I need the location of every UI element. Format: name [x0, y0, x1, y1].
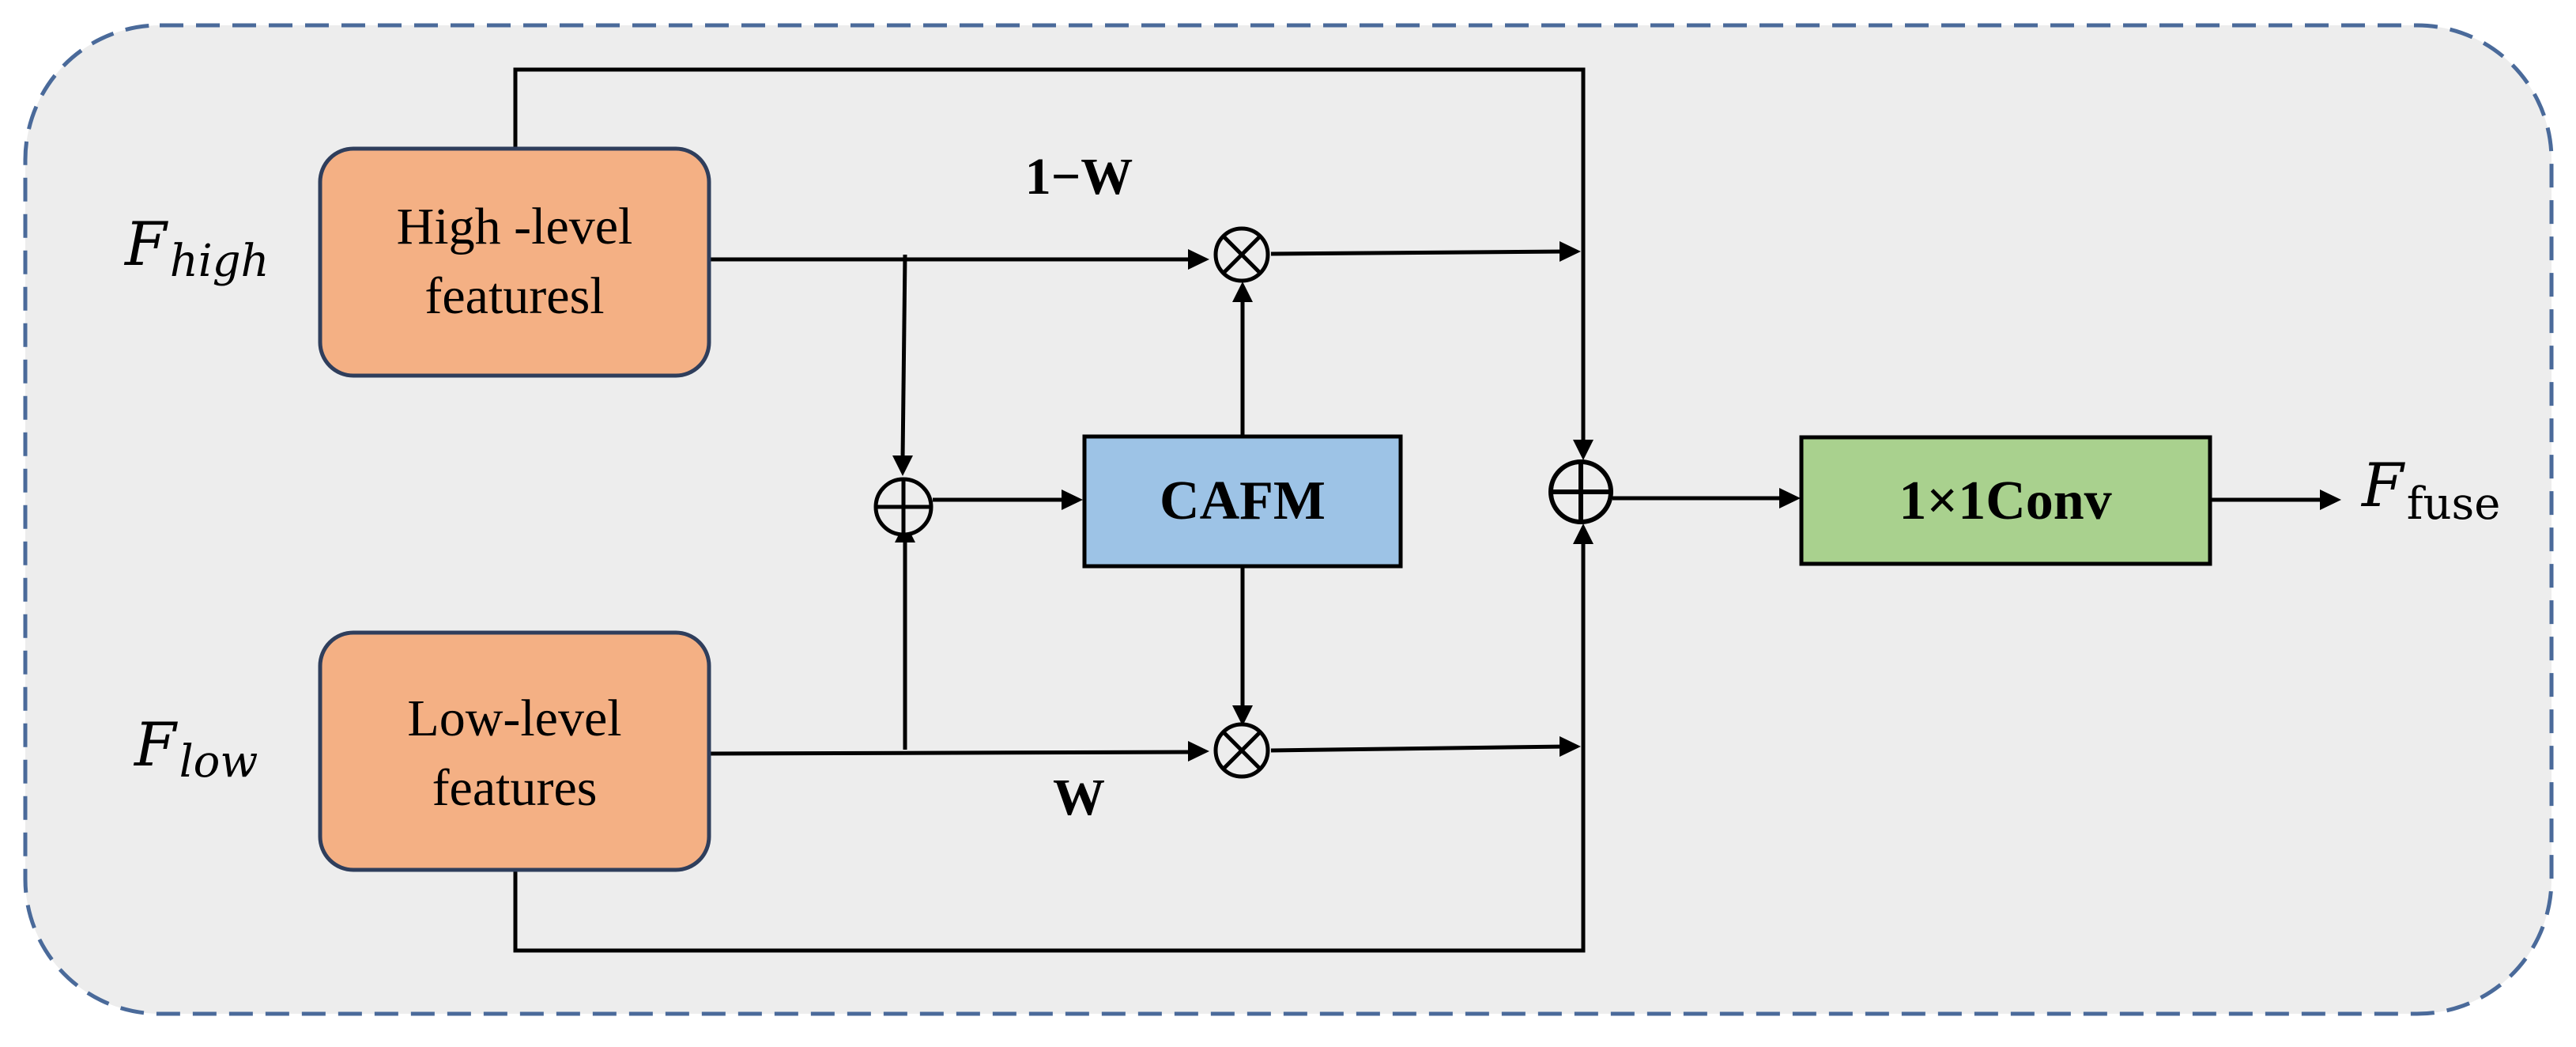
- cafm-box: [1082, 434, 1403, 569]
- low-features-label-line2: features: [432, 759, 598, 817]
- arrowhead-top-multiply-out: [1560, 241, 1581, 262]
- high-branch-down: [900, 254, 907, 459]
- low-to-multiply-line: [708, 750, 1193, 756]
- arrowhead-to-cafm: [1062, 489, 1083, 510]
- arrowhead-to-small-plus-down: [892, 455, 913, 476]
- conv-box: [1799, 435, 2212, 566]
- arrowhead-to-top-multiply: [1188, 249, 1209, 270]
- plus-circle-icon: [873, 477, 933, 537]
- arrowhead-to-large-plus-down: [1573, 440, 1593, 460]
- input-high-symbol: Fhigh: [123, 209, 270, 287]
- cafm-label: CAFM: [1160, 471, 1326, 531]
- low-features-box: [318, 630, 711, 872]
- high-features-box: [318, 146, 711, 378]
- arrowhead-cafm-to-bottom-multiply: [1232, 705, 1253, 726]
- skip-path-top: [513, 67, 1586, 447]
- low-features-label-line1: Low-level: [407, 690, 621, 747]
- weight-top-label: 1−W: [1025, 148, 1133, 206]
- arrowhead-to-large-plus-up: [1573, 524, 1593, 544]
- arrowheads: [892, 241, 2341, 762]
- times-circle-icon: [1213, 226, 1270, 283]
- arrowhead-to-output: [2320, 489, 2341, 510]
- high-features-label-line2: featuresl: [424, 267, 604, 325]
- weight-bottom-label: W: [1053, 769, 1105, 826]
- arrowhead-bottom-multiply-out: [1560, 736, 1581, 757]
- top-multiply-out: [1270, 249, 1568, 256]
- times-circle-icon: [1213, 722, 1270, 779]
- skip-path-bottom: [513, 539, 1586, 953]
- connection-lines: [513, 67, 2322, 953]
- plus-circle-icon: [1548, 459, 1613, 524]
- conv-label: 1×1Conv: [1899, 471, 2111, 531]
- output-fuse-symbol: Ffuse: [2360, 450, 2500, 530]
- high-features-label-line1: High -level: [397, 198, 633, 255]
- bottom-multiply-out: [1270, 744, 1568, 753]
- arrowhead-cafm-to-top-multiply: [1232, 282, 1253, 302]
- arrowhead-to-conv: [1779, 488, 1801, 508]
- arrowhead-to-bottom-multiply: [1188, 741, 1209, 762]
- input-low-symbol: Flow: [133, 709, 258, 788]
